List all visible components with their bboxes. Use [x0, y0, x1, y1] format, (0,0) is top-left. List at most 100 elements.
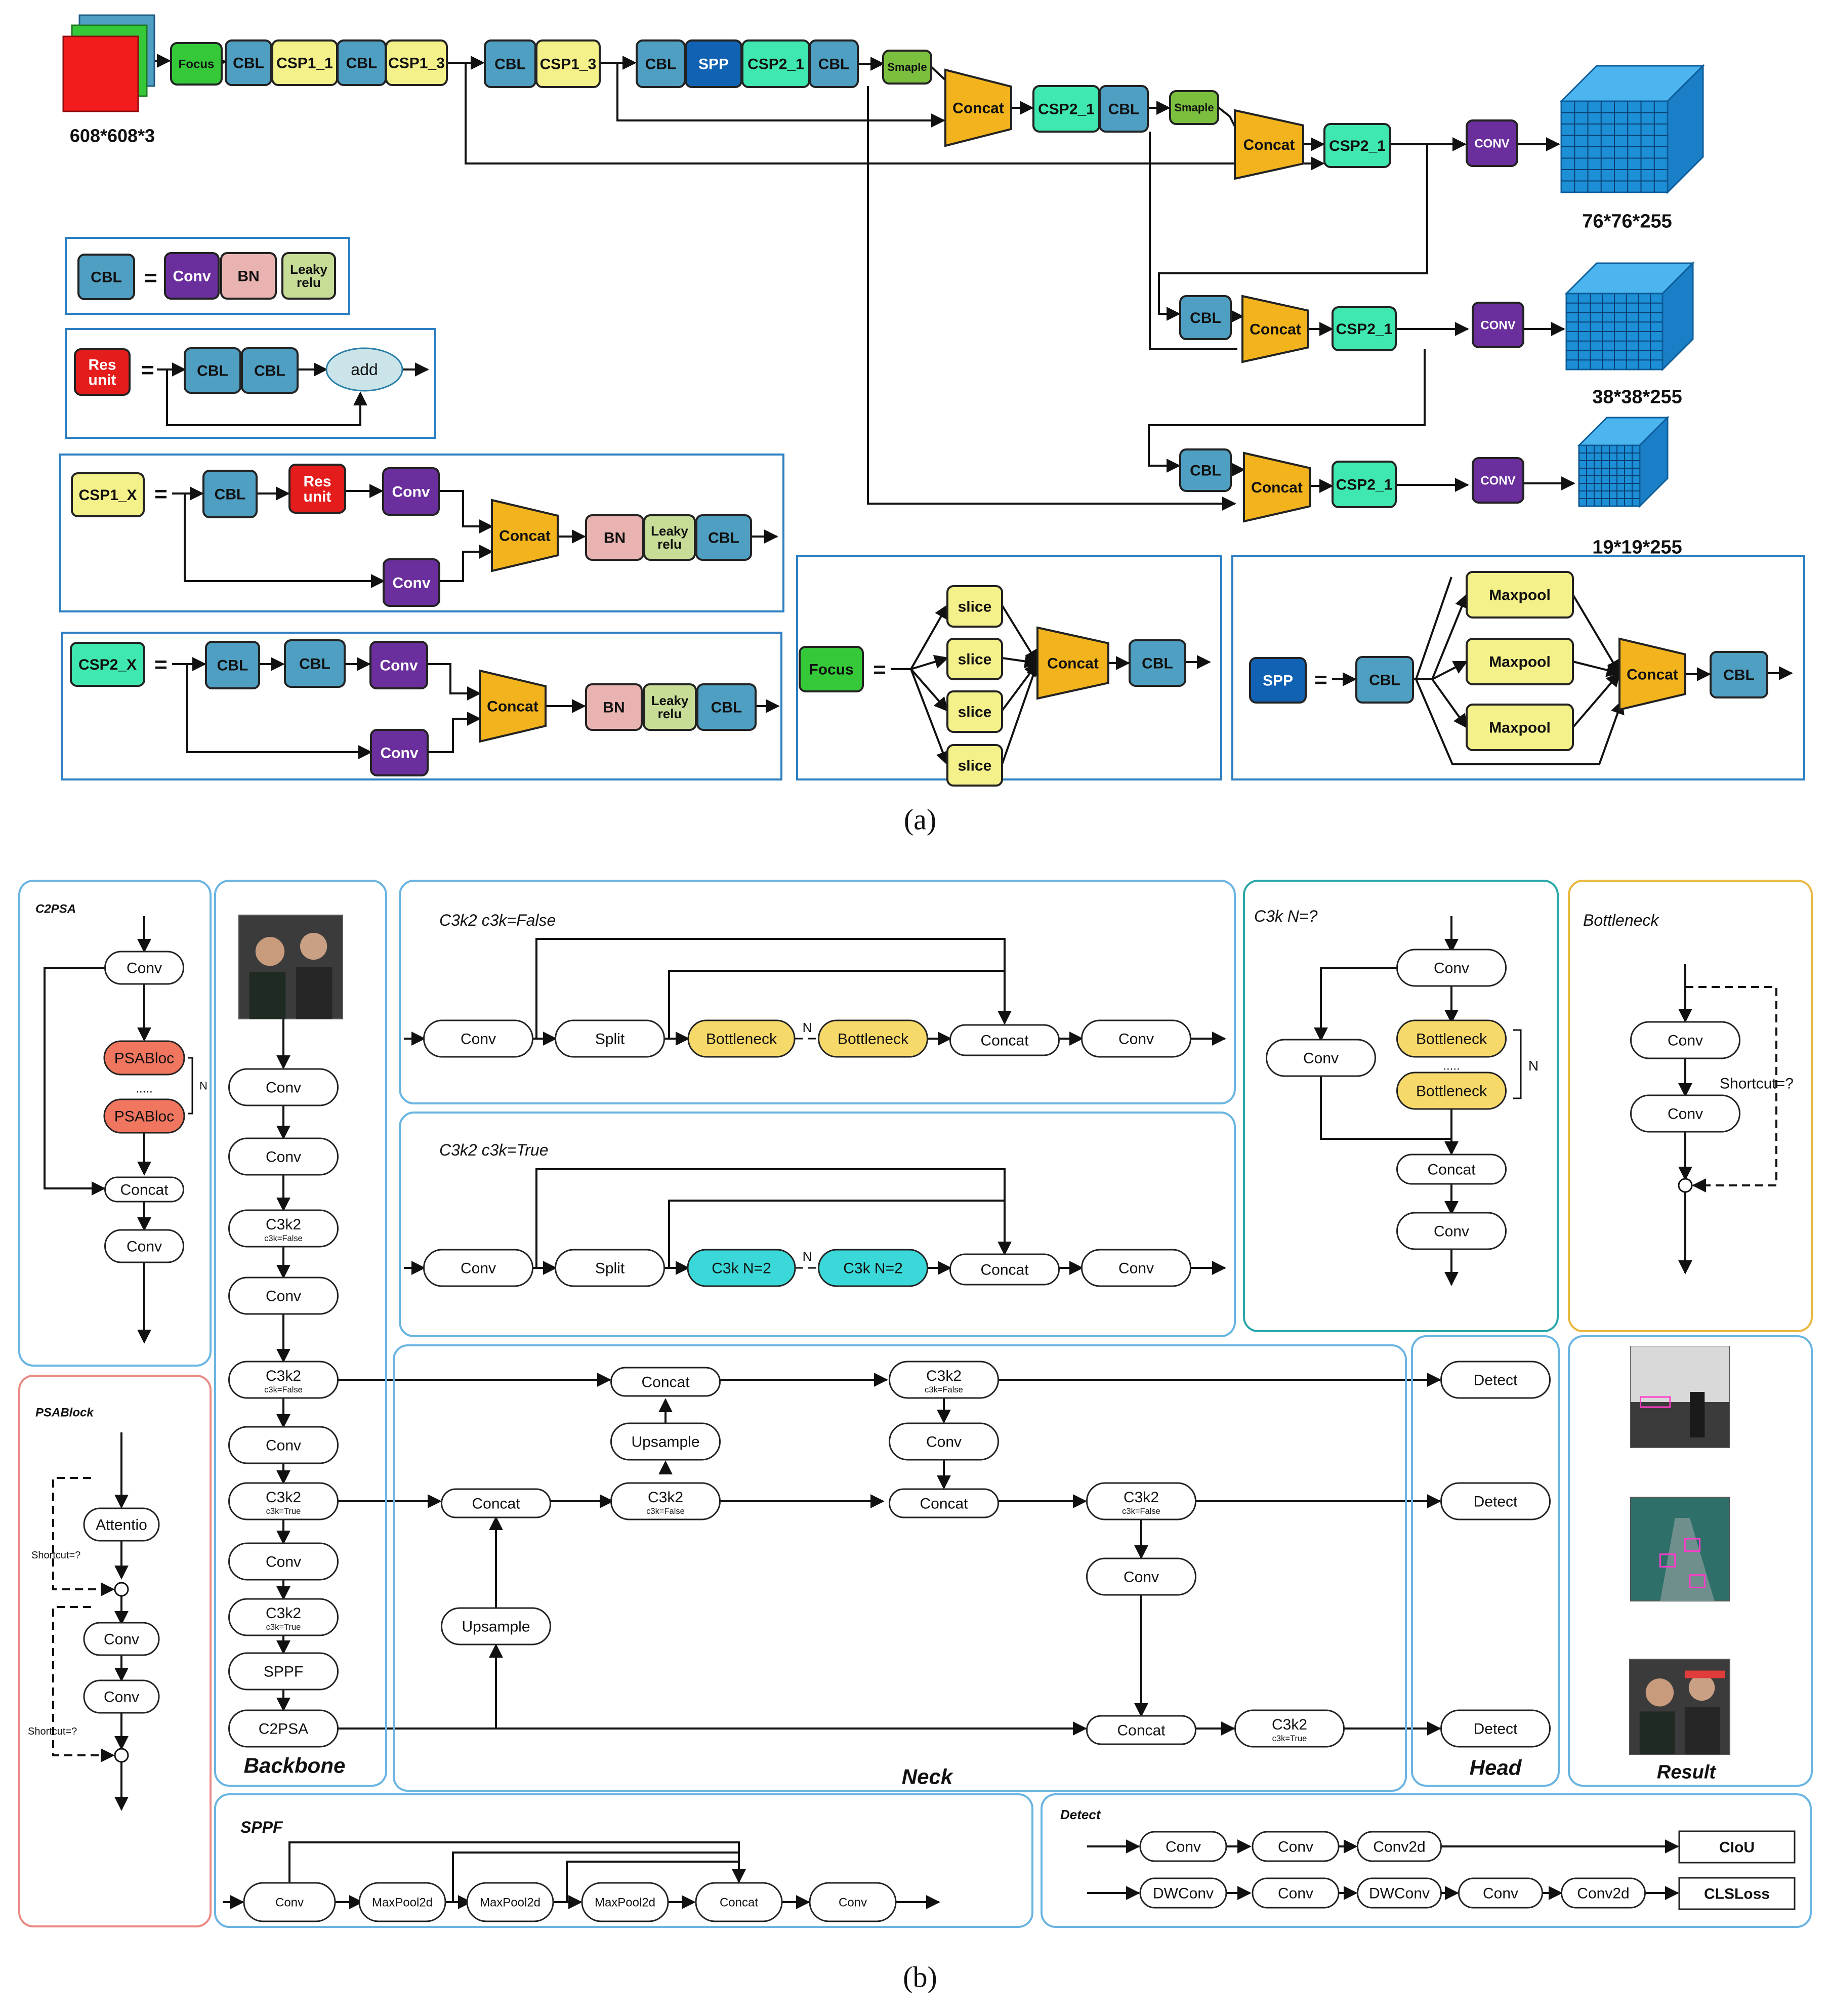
connector-line [1158, 144, 1428, 321]
bottleneck-node-label: Bottleneck [1416, 1083, 1487, 1100]
clsloss-box-label: CLSLoss [1704, 1886, 1770, 1903]
csp2-1-block-label: CSP2_1 [747, 56, 804, 73]
concat-trapezoid-label: Concat [1047, 655, 1099, 672]
c3k-conv [1396, 1212, 1507, 1250]
neck-conv-label: Conv [1124, 1569, 1159, 1586]
cbl-block-label: CBL [645, 56, 677, 73]
equals-sign: = [154, 652, 168, 677]
c3k2-conv [423, 1249, 533, 1287]
bottleneck-conv-label: Conv [1668, 1033, 1703, 1049]
connector-line [668, 970, 1005, 1039]
maxpool-block-label: Maxpool [1489, 720, 1551, 736]
backbone-node-label: C3k2 [266, 1368, 301, 1384]
detect-frame [1041, 1793, 1812, 1928]
cbl-block-label: CBL [299, 656, 330, 673]
csp2-1-block [1332, 306, 1397, 351]
conv-block-label: Conv [380, 657, 418, 674]
c3k2-conv [1081, 1019, 1191, 1058]
backbone-node [228, 1542, 339, 1581]
connector-line [428, 712, 481, 753]
connector-line [1001, 662, 1038, 712]
cbl-block-label: CBL [494, 56, 526, 73]
backbone-node [228, 1426, 339, 1464]
connector-line [535, 938, 1012, 1039]
c2psa-frame [18, 880, 212, 1367]
c3k2-conv [423, 1019, 533, 1058]
smaple-block-label: Smaple [887, 61, 927, 73]
conv-output-block-label: CONV [1480, 318, 1515, 332]
conv-block-label: Conv [392, 484, 430, 501]
csp1-3-block [535, 39, 601, 88]
legend-leaky-block [281, 252, 336, 300]
c3k2-concat [949, 1024, 1060, 1056]
detect-conv2d [1561, 1877, 1646, 1909]
connector-line [452, 1852, 739, 1902]
psabloc [103, 1098, 185, 1134]
legend-bn-block [220, 252, 277, 300]
legend-conv-block-label: Conv [173, 268, 211, 285]
neck-concat-label: Concat [1117, 1722, 1166, 1739]
slice-block-label: slice [958, 704, 992, 721]
connector-line [427, 663, 481, 701]
c2psa-conv-label: Conv [127, 1239, 162, 1255]
backbone-node [228, 1209, 339, 1248]
c2psa-dots: ..... [136, 1082, 152, 1095]
bottleneck-title: Bottleneck [1583, 911, 1659, 929]
csp2-1-block-label: CSP2_1 [1336, 321, 1393, 338]
head-detect-label: Detect [1474, 1372, 1518, 1389]
detect-dwconv [1139, 1877, 1227, 1909]
backbone-input-image-face [255, 937, 285, 966]
backbone-node-sublabel: c3k=True [266, 1507, 301, 1516]
cbl-block-label: CBL [197, 363, 228, 380]
spp-block-label: SPP [698, 56, 729, 73]
psablock-shortcut: Shortcut=? [31, 1550, 80, 1561]
result-image-players-body [1684, 1707, 1720, 1754]
legend-csp1x-frame [59, 454, 784, 612]
neck-c3k2-sublabel: c3k=True [1272, 1734, 1307, 1743]
c3k-concat-label: Concat [1427, 1162, 1476, 1178]
c3k-node-label: C3k N=2 [843, 1260, 903, 1277]
csp1-3-block-label: CSP1_3 [540, 56, 597, 73]
connector-line [1148, 349, 1426, 473]
c2psa-concat-label: Concat [120, 1182, 169, 1199]
csp2-1-block-label: CSP2_1 [1336, 477, 1393, 493]
bottleneck-shortcut: Shortcut=? [1720, 1076, 1794, 1092]
c3k2-n: N [803, 1249, 812, 1264]
neck-upsample [441, 1607, 551, 1645]
concat-trapezoid [1234, 109, 1304, 180]
head-detect [1440, 1361, 1551, 1399]
backbone-node-sublabel: c3k=False [264, 1234, 303, 1243]
backbone-node-label: C3k2 [266, 1216, 301, 1233]
legend-focus-frame [796, 555, 1222, 780]
legend-conv-block [164, 252, 220, 300]
cbl-block-label: CBL [1108, 101, 1140, 118]
concat-trapezoid-label: Concat [952, 100, 1004, 117]
c3k2-false-frame [399, 880, 1236, 1104]
backbone-title: Backbone [244, 1754, 346, 1778]
connector-line [186, 664, 372, 759]
concat-trapezoid-label: Concat [1250, 321, 1301, 338]
bottleneck-conv-label: Conv [1668, 1106, 1703, 1123]
neck-c3k2-label: C3k2 [648, 1489, 683, 1506]
psablock-attention [83, 1507, 160, 1542]
detect-conv2d-label: Conv2d [1373, 1839, 1425, 1856]
detect-conv-label: Conv [1278, 1839, 1313, 1856]
smaple-block-label: Smaple [1174, 101, 1214, 114]
legend-focus-block-label: Focus [809, 662, 853, 678]
cbl-block [1710, 651, 1768, 698]
add-node [325, 347, 403, 392]
input-size-label: 608*608*3 [70, 126, 155, 146]
legend-resunit-frame [65, 328, 436, 439]
maxpool-block [1466, 571, 1574, 619]
leaky-block [643, 683, 697, 731]
legend-cbl-frame [65, 237, 350, 315]
result-image-players-face [1645, 1678, 1674, 1707]
c3k2-split [555, 1019, 665, 1058]
output-size-medium: 38*38*255 [1592, 386, 1682, 407]
focus-block-label: Focus [179, 57, 215, 71]
diagram-edges [44, 54, 1793, 1909]
neck-c3k2 [1086, 1482, 1196, 1520]
c2psa-conv [104, 951, 184, 985]
detect-conv [1252, 1877, 1340, 1909]
